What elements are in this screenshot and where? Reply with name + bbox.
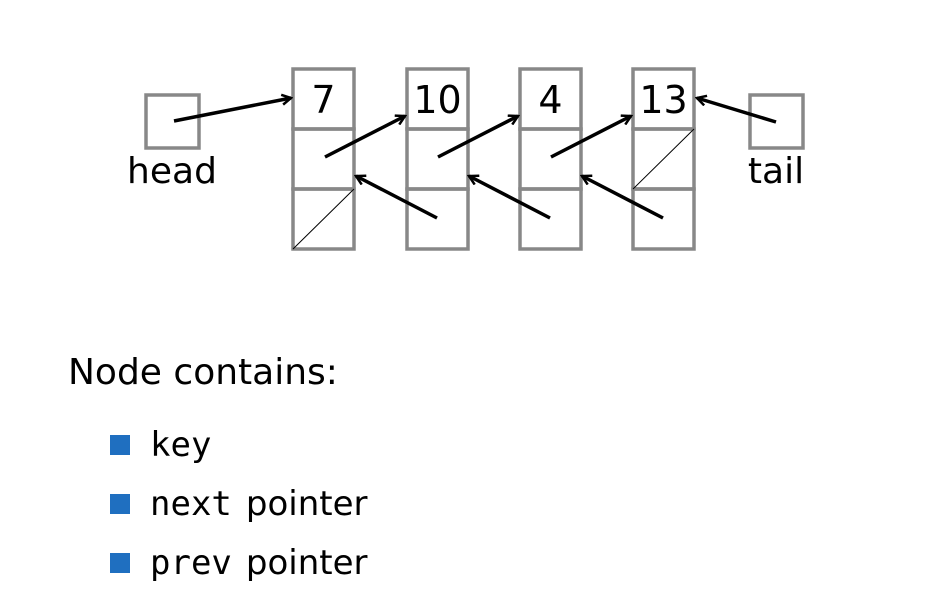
prev-arrow-4 (582, 174, 664, 220)
next-arrow-2 (437, 116, 518, 159)
list-item: key (110, 415, 368, 474)
field-text: pointer (245, 542, 368, 583)
field-code: key (150, 424, 212, 465)
null-next-slash (632, 128, 695, 190)
bullet-icon (110, 493, 130, 514)
next-arrow-3 (550, 116, 631, 159)
tail-label: tail (748, 151, 804, 192)
prev-arrow-2 (356, 174, 438, 220)
next-cell (291, 127, 356, 191)
list-node-1: 7 (291, 67, 356, 251)
bullet-icon (110, 434, 130, 455)
node-key: 10 (413, 78, 461, 122)
null-prev-slash (292, 188, 355, 250)
head-arrow (173, 98, 291, 123)
list-node-4: 13 (631, 67, 696, 251)
field-text: pointer (245, 483, 368, 524)
tail-arrow (697, 98, 777, 124)
field-code: prev (150, 542, 232, 583)
next-cell (518, 127, 583, 191)
node-key: 13 (639, 78, 687, 122)
tail-pointer-box (748, 93, 805, 150)
prev-cell (518, 187, 583, 251)
list-node-2: 10 (405, 67, 470, 251)
bullet-icon (110, 552, 130, 573)
head-label: head (127, 151, 217, 192)
next-arrow-1 (324, 116, 405, 159)
node-key: 4 (538, 78, 562, 122)
field-code: next (150, 483, 232, 524)
next-cell (405, 127, 470, 191)
prev-cell (291, 187, 356, 251)
prev-arrow-3 (469, 174, 551, 220)
prev-cell (631, 187, 696, 251)
prev-cell (405, 187, 470, 251)
node-contains-heading: Node contains: (68, 352, 338, 393)
linked-list-diagram: head tail 7 10 4 13 (127, 67, 805, 251)
list-item: next pointer (110, 474, 368, 533)
node-key: 7 (311, 78, 335, 122)
list-item: prev pointer (110, 533, 368, 592)
node-fields-list: key next pointer prev pointer (110, 415, 368, 592)
head-pointer-box (144, 93, 201, 150)
list-node-3: 4 (518, 67, 583, 251)
